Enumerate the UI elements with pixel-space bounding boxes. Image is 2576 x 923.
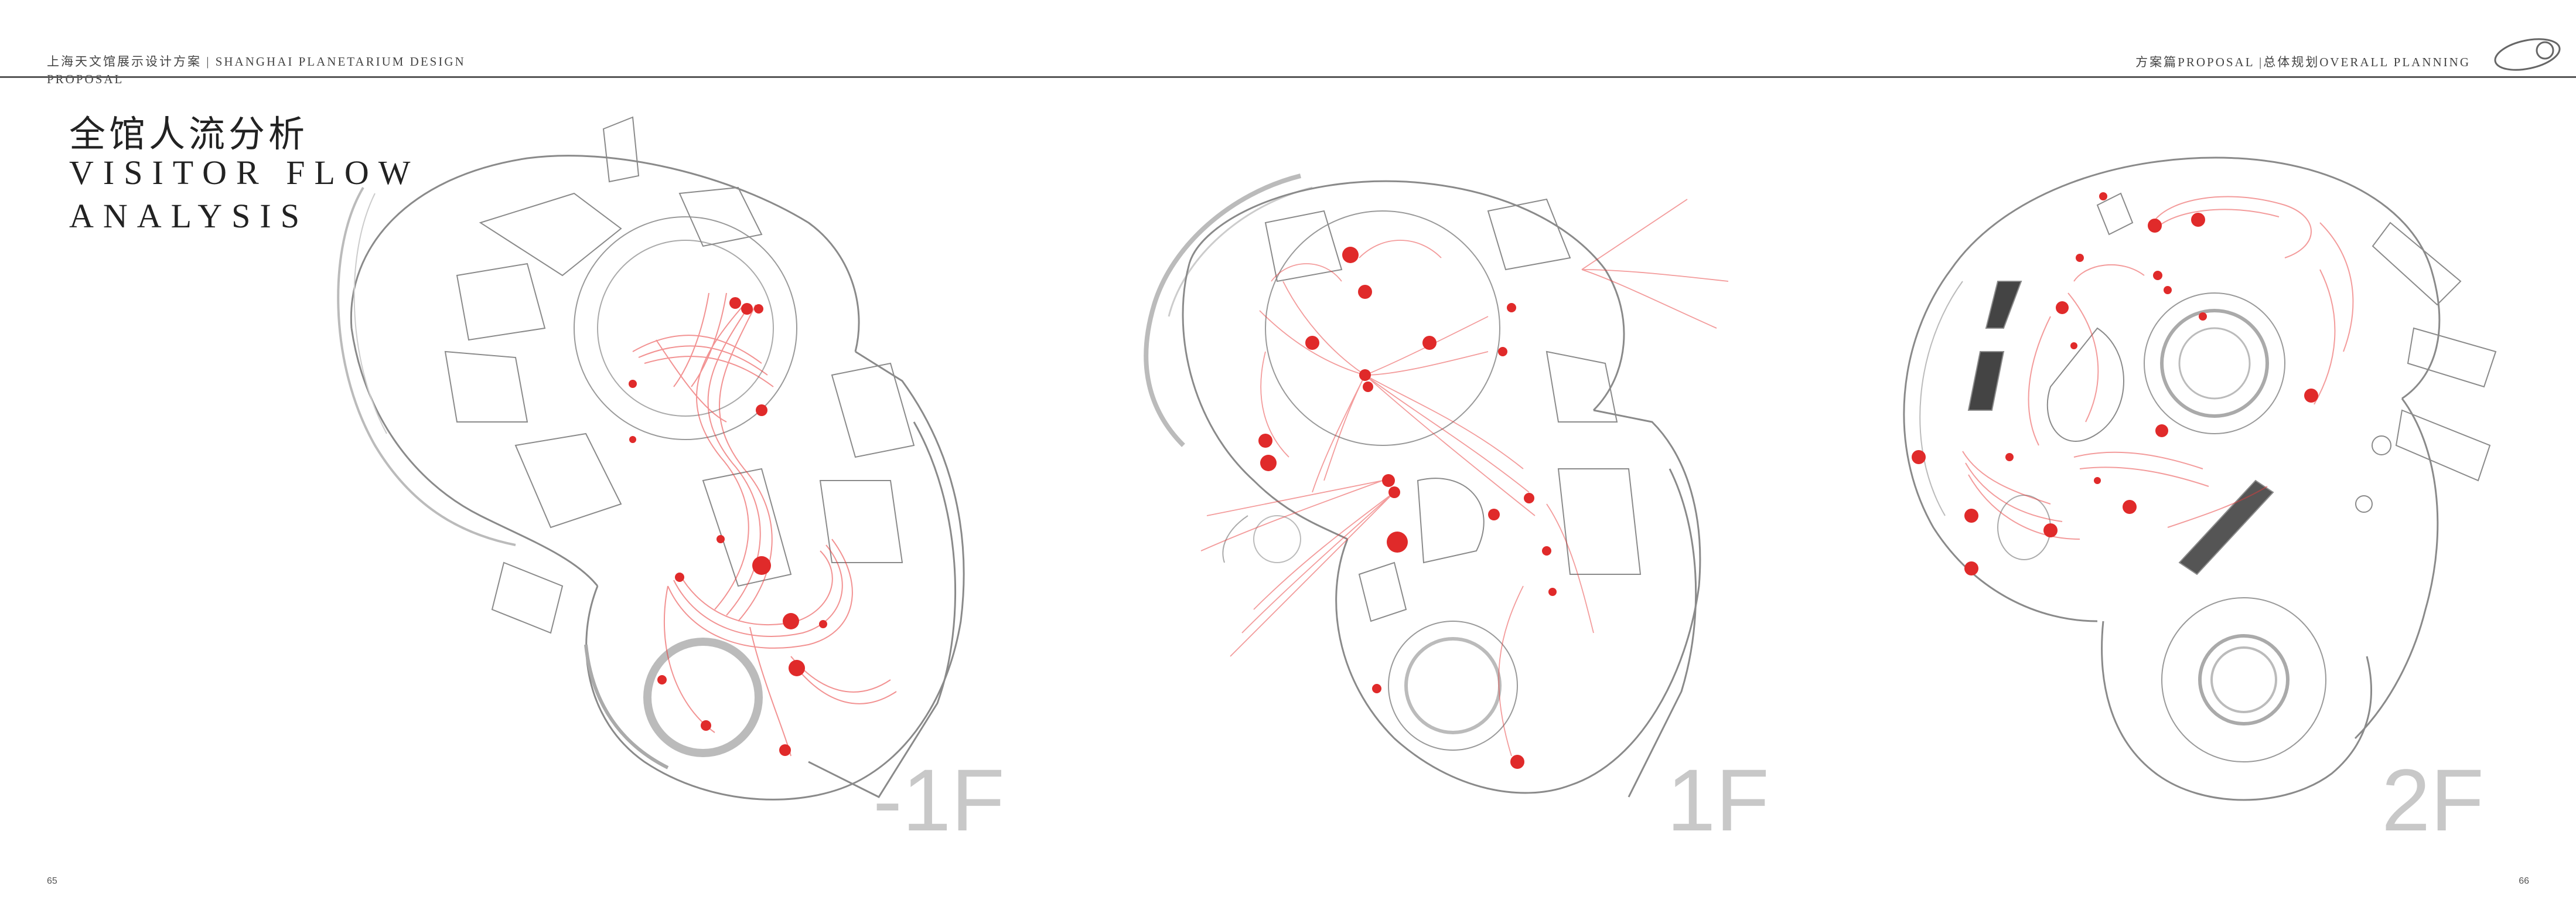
header-left-subtitle: PROPOSAL — [47, 72, 124, 86]
page-title-en-line2: ANALYSIS — [69, 197, 309, 235]
floor-1f-flow — [1200, 199, 1729, 757]
page-title-en: VISITOR FLOW ANALYSIS — [69, 151, 420, 238]
floor-1f-plan — [1144, 173, 1701, 798]
header-divider — [0, 76, 2576, 78]
floor-label-2f: 2F — [2381, 751, 2485, 849]
floor-label-1f: 1F — [1667, 751, 1770, 849]
header-left: 上海天文馆展示设计方案 | SHANGHAI PLANETARIUM DESIG… — [47, 53, 466, 88]
floor-b1-flow — [632, 292, 897, 757]
header-right: 方案篇PROPOSAL |总体规划OVERALL PLANNING — [2135, 55, 2471, 69]
floor-b1-flow-nodes — [629, 297, 827, 756]
page-title-cn: 全馆人流分析 — [69, 115, 309, 155]
floor-2f-plan — [1903, 156, 2497, 801]
page-number-right: 66 — [2519, 876, 2529, 886]
planetarium-logo-icon — [2494, 38, 2561, 71]
page-number-left: 65 — [47, 876, 57, 886]
page-title-en-line1: VISITOR FLOW — [69, 154, 420, 192]
floor-2f-flow — [1962, 196, 2354, 540]
floor-2f-flow-nodes — [1912, 192, 2318, 575]
floor-label-b1: -1F — [873, 751, 1005, 849]
floor-b1-plan — [337, 116, 965, 801]
header-left-title: 上海天文馆展示设计方案 | SHANGHAI PLANETARIUM DESIG… — [47, 55, 466, 69]
floor-1f-flow-nodes — [1258, 247, 1557, 769]
